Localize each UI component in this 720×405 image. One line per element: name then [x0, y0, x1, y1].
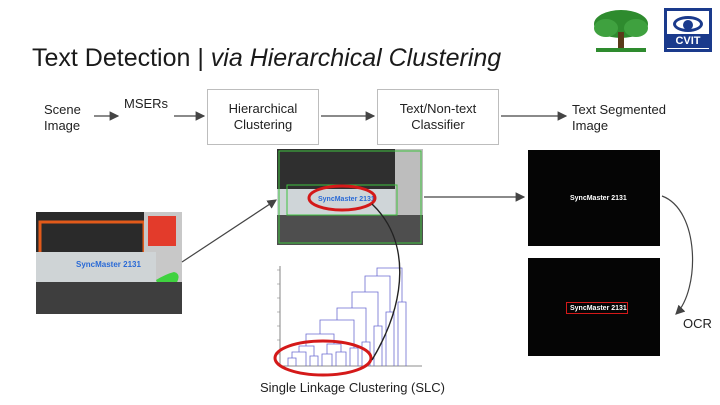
arrow-segmented-to-ocr [662, 196, 693, 314]
dendrogram-highlight-ellipse [275, 341, 371, 375]
arrow-scene-to-cluster [182, 200, 276, 262]
connector-curve [372, 204, 400, 360]
cluster-highlight-ellipse [309, 186, 375, 210]
